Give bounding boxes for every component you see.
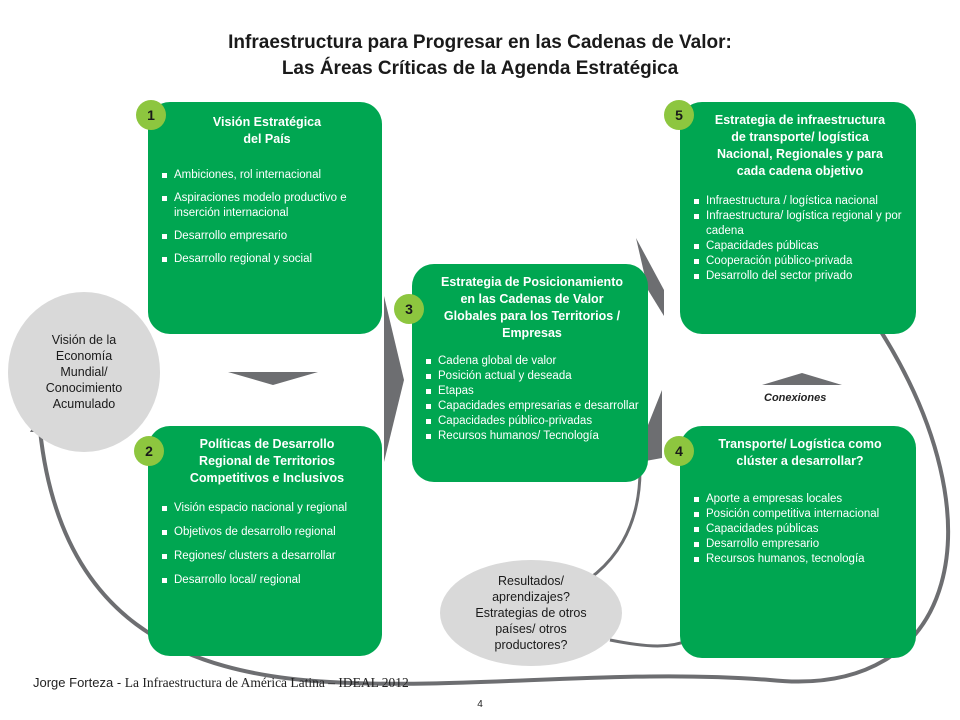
arrow-box1-to-box2 (228, 372, 318, 385)
box3-heading-line: Empresas (502, 326, 562, 340)
box5-heading-line: de transporte/ logística (731, 130, 869, 144)
box3-heading-line: en las Cadenas de Valor (460, 292, 604, 306)
box4-to-results-line (609, 638, 691, 648)
list-item: Cooperación público-privada (690, 254, 910, 269)
feedback-loop-arrow (38, 328, 950, 686)
box2-heading-line: Competitivos e Inclusivos (189, 471, 345, 485)
badge-3: 3 (394, 294, 424, 324)
box1-heading: Visión Estratégica del País (158, 114, 376, 148)
list-item: Cadena global de valor (422, 354, 642, 369)
box2-heading-line: Políticas de Desarrollo (199, 437, 335, 451)
ellipse-vision-text: Visión de la Economía Mundial/ Conocimie… (45, 333, 123, 411)
list-item: Objetivos de desarrollo regional (158, 525, 376, 540)
list-item: Desarrollo empresario (158, 229, 376, 244)
box-transporte-logistica: Transporte/ Logística como clúster a des… (680, 426, 916, 658)
list-item: Ambiciones, rol internacional (158, 168, 376, 183)
conexiones-arrow (762, 373, 842, 385)
conexiones-label: Conexiones (764, 392, 827, 404)
list-item: Capacidades empresarias e desarrollar (422, 399, 642, 414)
box4-heading-line: clúster a desarrollar? (736, 454, 864, 468)
box-vision-estrategica: Visión Estratégica del País Ambiciones, … (148, 102, 382, 334)
list-item: Recursos humanos/ Tecnología (422, 429, 642, 444)
list-item: Posición actual y deseada (422, 369, 642, 384)
list-item: Capacidades públicas (690, 522, 910, 537)
box4-heading-line: Transporte/ Logística como (718, 437, 882, 451)
list-item: Desarrollo regional y social (158, 252, 376, 267)
box2-heading: Políticas de Desarrollo Regional de Terr… (158, 436, 376, 487)
box3-list: Cadena global de valor Posición actual y… (422, 354, 642, 444)
box-estrategia-infraestructura: Estrategia de infraestructura de transpo… (680, 102, 916, 334)
list-item: Desarrollo del sector privado (690, 269, 910, 284)
title-line-1: Infraestructura para Progresar en las Ca… (228, 32, 732, 53)
box-politicas-desarrollo: Políticas de Desarrollo Regional de Terr… (148, 426, 382, 656)
badge-2: 2 (134, 436, 164, 466)
box4-heading: Transporte/ Logística como clúster a des… (690, 436, 910, 470)
list-item: Desarrollo local/ regional (158, 573, 376, 588)
box5-heading-line: cada cadena objetivo (736, 164, 864, 178)
box5-heading-line: Estrategia de infraestructura (714, 113, 886, 127)
box5-heading: Estrategia de infraestructura de transpo… (690, 112, 910, 180)
list-item: Aspiraciones modelo productivo e inserci… (158, 191, 376, 221)
badge-4: 4 (664, 436, 694, 466)
ellipse-resultados: Resultados/ aprendizajes? Estrategias de… (440, 560, 622, 666)
list-item: Capacidades públicas (690, 239, 910, 254)
box1-heading-line: Visión Estratégica (212, 115, 322, 129)
ellipse-vision-economia: Visión de la Economía Mundial/ Conocimie… (8, 292, 160, 452)
box3-heading-line: Globales para los Territorios / (443, 309, 621, 323)
box1-heading-line: del País (243, 132, 291, 146)
footer-citation: Jorge Forteza - La Infraestructura de Am… (33, 675, 409, 691)
arrow-to-box3 (384, 296, 404, 462)
box1-list: Ambiciones, rol internacional Aspiracion… (158, 168, 376, 267)
box2-list: Visión espacio nacional y regional Objet… (158, 501, 376, 588)
list-item: Infraestructura/ logística regional y po… (690, 209, 910, 239)
ellipse-resultados-text: Resultados/ aprendizajes? Estrategias de… (475, 574, 587, 652)
box2-heading-line: Regional de Territorios (199, 454, 335, 468)
arrow-box3-to-box5 (636, 238, 664, 316)
box3-heading-line: Estrategia de Posicionamiento (441, 275, 623, 289)
badge-5: 5 (664, 100, 694, 130)
slide-title: Infraestructura para Progresar en las Ca… (0, 30, 960, 82)
box-estrategia-posicionamiento: Estrategia de Posicionamiento en las Cad… (412, 264, 648, 482)
box3-heading: Estrategia de Posicionamiento en las Cad… (422, 274, 642, 342)
list-item: Recursos humanos, tecnología (690, 552, 910, 567)
list-item: Desarrollo empresario (690, 537, 910, 552)
box5-heading-line: Nacional, Regionales y para (716, 147, 884, 161)
box4-list: Aporte a empresas locales Posición compe… (690, 492, 910, 567)
list-item: Etapas (422, 384, 642, 399)
list-item: Posición competitiva internacional (690, 507, 910, 522)
list-item: Visión espacio nacional y regional (158, 501, 376, 516)
title-line-2: Las Áreas Críticas de la Agenda Estratég… (281, 58, 679, 79)
list-item: Aporte a empresas locales (690, 492, 910, 507)
list-item: Infraestructura / logística nacional (690, 194, 910, 209)
footer-author: Jorge Forteza (33, 675, 114, 690)
box5-list: Infraestructura / logística nacional Inf… (690, 194, 910, 284)
footer-source: La Infraestructura de América Latina – I… (124, 675, 409, 690)
badge-1: 1 (136, 100, 166, 130)
page-number: 4 (477, 699, 483, 710)
list-item: Regiones/ clusters a desarrollar (158, 549, 376, 564)
footer-separator: - (113, 675, 125, 690)
list-item: Capacidades público-privadas (422, 414, 642, 429)
